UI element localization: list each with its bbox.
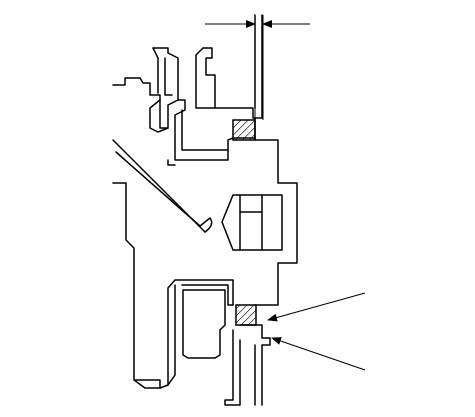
upper-housing-lip [152,47,159,94]
lower-housing-outer [159,279,234,389]
hub-outline [254,137,298,306]
lower-channel-top [181,284,234,306]
upper-hatched-seal [232,119,256,141]
lower-housing-inner-wall [167,284,176,386]
rod-lower-edge [115,151,201,227]
upper-channel [181,109,229,151]
lower-leader-arrow [271,337,366,371]
lower-housing-section [159,279,271,406]
upper-leader-arrow [267,292,366,322]
upper-housing-outer-edge [112,47,179,129]
upper-housing-section [112,14,263,166]
thickness-dimension [205,15,310,120]
left-body-outline [112,182,161,389]
lower-hatched-seal [235,304,257,326]
lower-stem [224,329,241,406]
lower-shaft-step [239,324,271,406]
central-hub [221,137,298,306]
upper-cup-outline [202,14,263,119]
slanted-rod [112,139,213,233]
lower-cup [182,289,226,359]
upper-housing-tab [149,99,169,133]
upper-cup-inner [195,47,216,109]
upper-housing-inner-wall [164,57,173,96]
hub-cone-nose [221,194,283,251]
rod-end-cap [199,217,213,233]
upper-housing-foot [167,159,176,166]
